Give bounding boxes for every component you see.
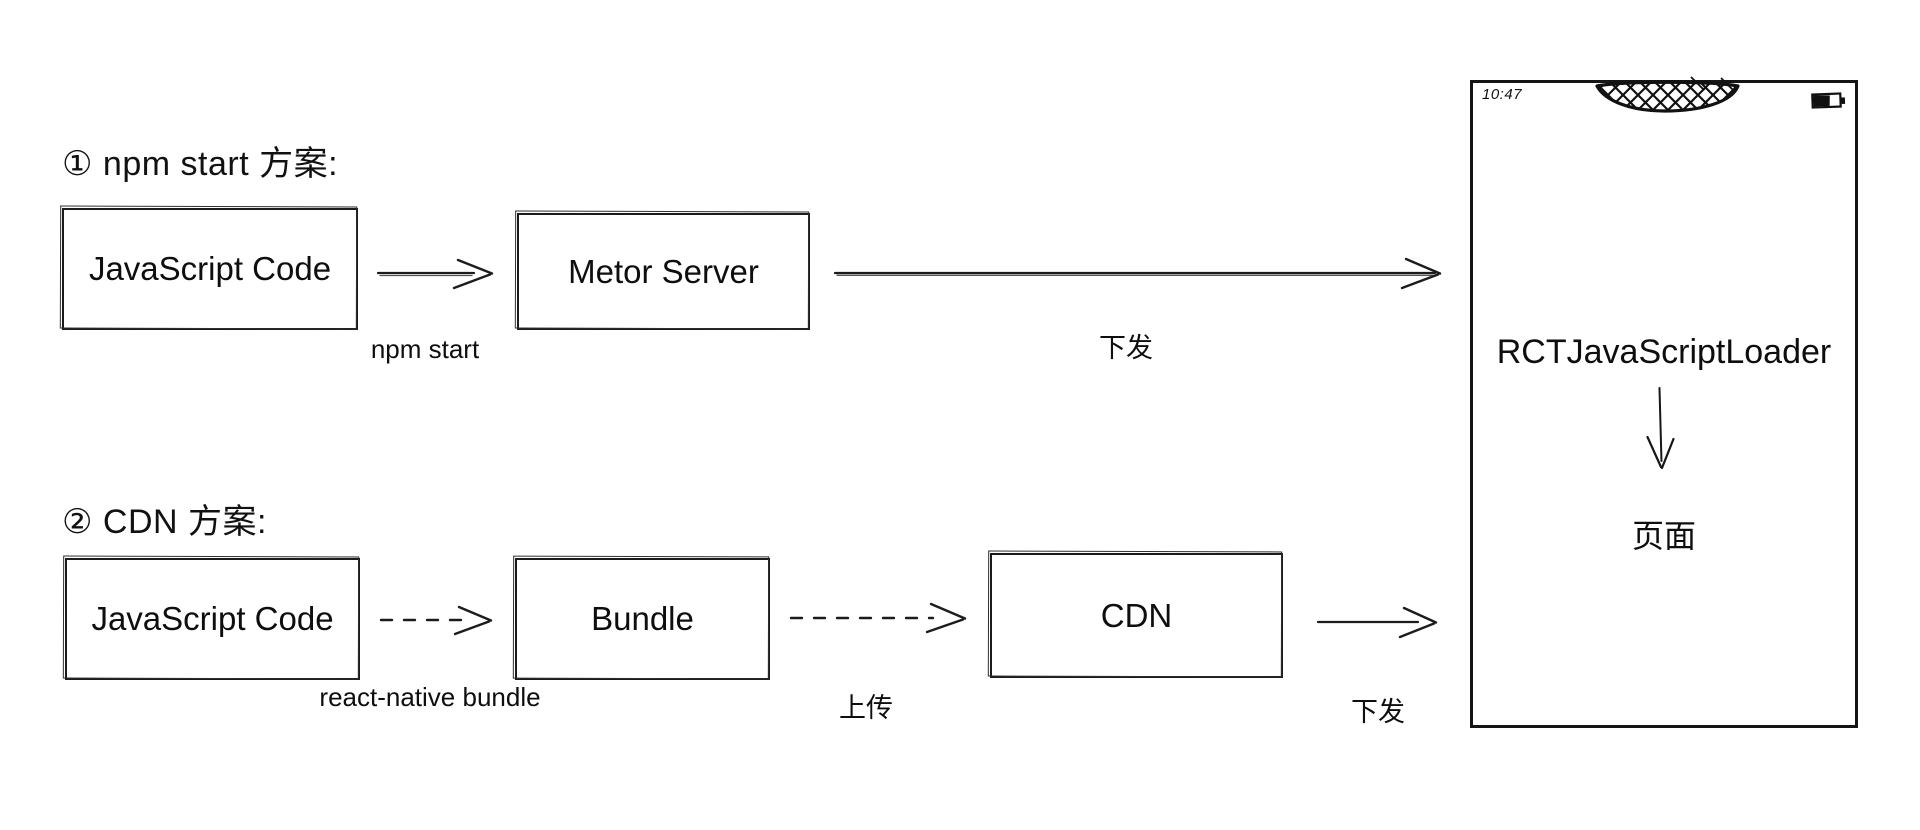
scheme2-heading: ② CDN 方案:	[62, 503, 267, 541]
notch-icon	[1595, 76, 1740, 113]
arrow-loader-to-page	[1646, 387, 1675, 470]
phone-frame: 10:47 RCTJavaScriptLoader 页面	[1470, 76, 1858, 728]
arrow-label-deliver-1: 下发	[1099, 333, 1153, 363]
scheme1-heading: ① npm start 方案:	[62, 145, 339, 183]
node-metor-server-label: Metor Server	[568, 252, 759, 290]
arrow-label-deliver-2: 下发	[1351, 697, 1405, 727]
arrow-bundle-to-cdn	[789, 602, 967, 634]
node-bundle: Bundle	[515, 558, 770, 680]
page-text: 页面	[1631, 518, 1696, 554]
arrow-label-npm-start: npm start	[370, 334, 480, 364]
arrow-label-upload: 上传	[839, 693, 893, 723]
node-cdn-label: CDN	[1100, 596, 1173, 634]
status-bar-time: 10:47	[1482, 86, 1523, 103]
node-javascript-code-2-label: JavaScript Code	[91, 600, 334, 637]
node-metor-server: Metor Server	[517, 213, 810, 330]
node-javascript-code-2: JavaScript Code	[65, 558, 360, 680]
arrow-metro-to-phone	[833, 257, 1442, 290]
node-cdn: CDN	[990, 553, 1283, 678]
node-javascript-code-1-label: JavaScript Code	[88, 250, 332, 287]
node-bundle-label: Bundle	[591, 600, 694, 637]
arrow-js-to-metro	[376, 258, 494, 290]
arrow-cdn-to-phone	[1316, 606, 1438, 639]
node-javascript-code-1: JavaScript Code	[62, 208, 358, 330]
arrow-label-react-native-bundle: react-native bundle	[319, 682, 541, 712]
battery-icon	[1811, 92, 1846, 109]
arrow-js-to-bundle	[379, 605, 493, 636]
loader-text: RCTJavaScriptLoader	[1496, 333, 1832, 371]
